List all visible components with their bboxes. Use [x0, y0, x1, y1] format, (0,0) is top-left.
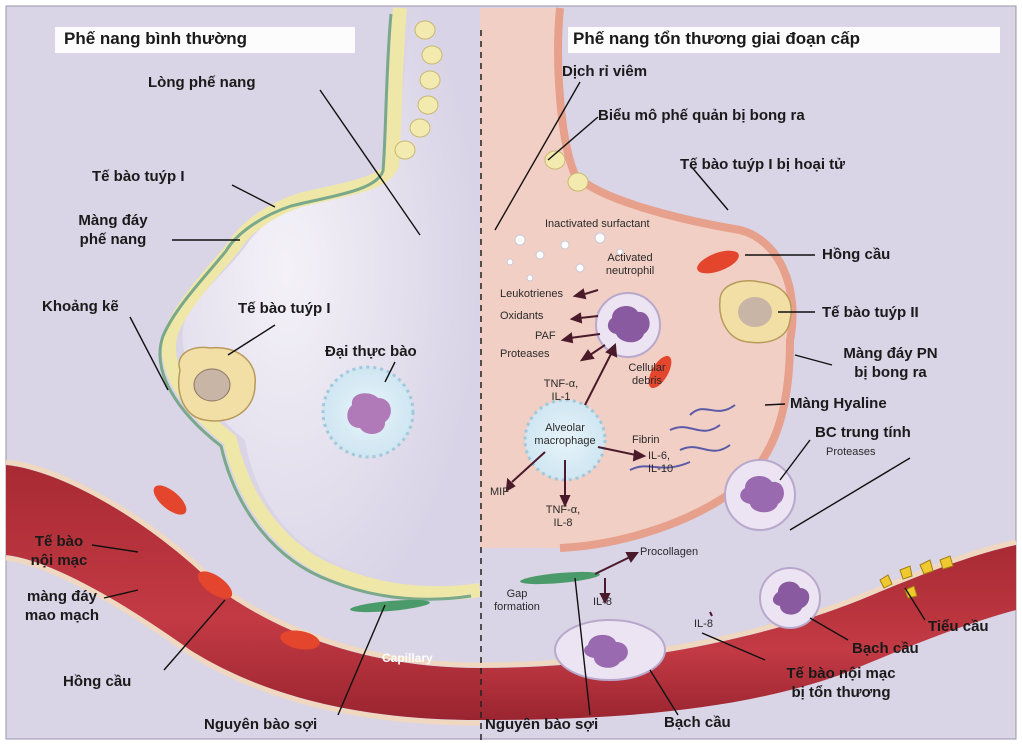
- label-te-bao-noi-mac-left: Tế bào nội mạc: [24, 533, 94, 571]
- label-tieu-cau: Tiểu cầu: [928, 618, 989, 637]
- label-bi-ton-thuong-line2: bị tổn thương: [766, 684, 916, 703]
- label-leukotrienes: Leukotrienes: [500, 288, 563, 301]
- label-tnf-il8-line1: TNF-α,: [540, 504, 586, 517]
- label-mao-mach-line2: mao mạch: [18, 607, 106, 626]
- label-mang-day-mao-mach: màng đáy mao mạch: [18, 588, 106, 626]
- label-bach-cau-bottom: Bạch cầu: [664, 714, 731, 733]
- label-activated-line1: Activated: [590, 252, 670, 265]
- label-long-phe-nang: Lòng phế nang: [148, 74, 255, 93]
- label-il8-line2: IL-8: [540, 517, 586, 530]
- label-proteases: Proteases: [500, 348, 550, 361]
- label-mang-day-pn: Màng đáy PN bị bong ra: [833, 345, 948, 383]
- label-tnf-il8: TNF-α, IL-8: [540, 504, 586, 529]
- label-inactivated-surfactant: Inactivated surfactant: [545, 218, 650, 231]
- label-neutrophil-line2: neutrophil: [590, 265, 670, 278]
- label-alveolar-macrophage: Alveolar macrophage: [520, 422, 610, 447]
- leukocyte-capillary-2: [555, 620, 665, 680]
- label-mang-day-line1: Màng đáy: [60, 212, 166, 231]
- label-bieu-mo: Biểu mô phế quản bị bong ra: [598, 107, 805, 126]
- label-cellular-debris: Cellular debris: [620, 362, 674, 387]
- label-cellular-line1: Cellular: [620, 362, 674, 375]
- label-mang-day-pn-line1: Màng đáy PN: [833, 345, 948, 364]
- label-paf: PAF: [535, 330, 556, 343]
- neutrophil-right: [725, 460, 795, 530]
- label-alveolar-line1: Alveolar: [520, 422, 610, 435]
- label-bc-trung-tinh: BC trung tính: [815, 424, 911, 443]
- label-gap-line1: Gap: [487, 588, 547, 601]
- label-bach-cau-right: Bạch cầu: [852, 640, 919, 659]
- label-hong-cau-right: Hồng cầu: [822, 246, 890, 265]
- macrophage-left: [323, 367, 413, 457]
- label-oxidants: Oxidants: [500, 310, 543, 323]
- label-noi-mac-line2: nội mạc: [24, 552, 94, 571]
- label-dai-thuc-bao: Đại thực bào: [325, 343, 417, 362]
- label-capillary: Capillary: [382, 651, 433, 665]
- label-il1-line2: IL-1: [538, 391, 584, 404]
- label-nguyen-bao-soi-right: Nguyên bào sợi: [485, 716, 598, 735]
- label-khoang-ke: Khoảng kẽ: [42, 298, 119, 317]
- label-nguyen-bao-soi-left: Nguyên bào sợi: [204, 716, 317, 735]
- label-mang-day-mm-line1: màng đáy: [18, 588, 106, 607]
- label-dich-ri-viem: Dịch rỉ viêm: [562, 63, 647, 82]
- activated-neutrophil: [596, 293, 660, 357]
- label-tnf-il1: TNF-α, IL-1: [538, 378, 584, 403]
- label-procollagen: Procollagen: [640, 546, 698, 559]
- label-te-bao-noi-mac-line1: Tế bào nội mạc: [766, 665, 916, 684]
- label-te-bao-tuyp-ii: Tế bào tuýp II: [822, 304, 919, 323]
- label-fibrin: Fibrin: [632, 434, 660, 447]
- label-te-bao-tuyp-i-hoai-tu: Tế bào tuýp I bị hoại tử: [680, 156, 845, 175]
- label-te-bao-tuyp-i-top: Tế bào tuýp I: [92, 168, 185, 187]
- label-hong-cau-left: Hồng cầu: [63, 673, 131, 692]
- label-il6-line1: IL-6,: [648, 450, 673, 463]
- label-mang-day-phe-nang: Màng đáy phế nang: [60, 212, 166, 250]
- label-mang-day-line2: phế nang: [60, 231, 166, 250]
- label-il10-line2: IL-10: [648, 463, 673, 476]
- label-tnf-line1: TNF-α,: [538, 378, 584, 391]
- label-il8-left: IL-8: [593, 596, 612, 609]
- label-te-bao-line1: Tế bào: [24, 533, 94, 552]
- label-formation-line2: formation: [487, 601, 547, 614]
- label-il6-il10: IL-6, IL-10: [648, 450, 673, 475]
- label-bi-bong-ra-line2: bị bong ra: [833, 364, 948, 383]
- label-mang-hyaline: Màng Hyaline: [790, 395, 887, 414]
- label-macrophage-line2: macrophage: [520, 435, 610, 448]
- title-right: Phế nang tổn thương giai đoạn cấp: [573, 28, 860, 49]
- label-te-bao-noi-mac-right: Tế bào nội mạc bị tổn thương: [766, 665, 916, 703]
- label-gap-formation: Gap formation: [487, 588, 547, 613]
- title-left: Phế nang bình thường: [64, 28, 247, 49]
- label-te-bao-tuyp-i-mid: Tế bào tuýp I: [238, 300, 331, 319]
- type-ii-cell-left: [179, 347, 256, 420]
- label-il8-right: IL-8: [694, 618, 713, 631]
- label-proteases-right: Proteases: [826, 446, 876, 459]
- label-mif: MIF: [490, 486, 509, 499]
- label-debris-line2: debris: [620, 375, 674, 388]
- label-activated-neutrophil: Activated neutrophil: [590, 252, 670, 277]
